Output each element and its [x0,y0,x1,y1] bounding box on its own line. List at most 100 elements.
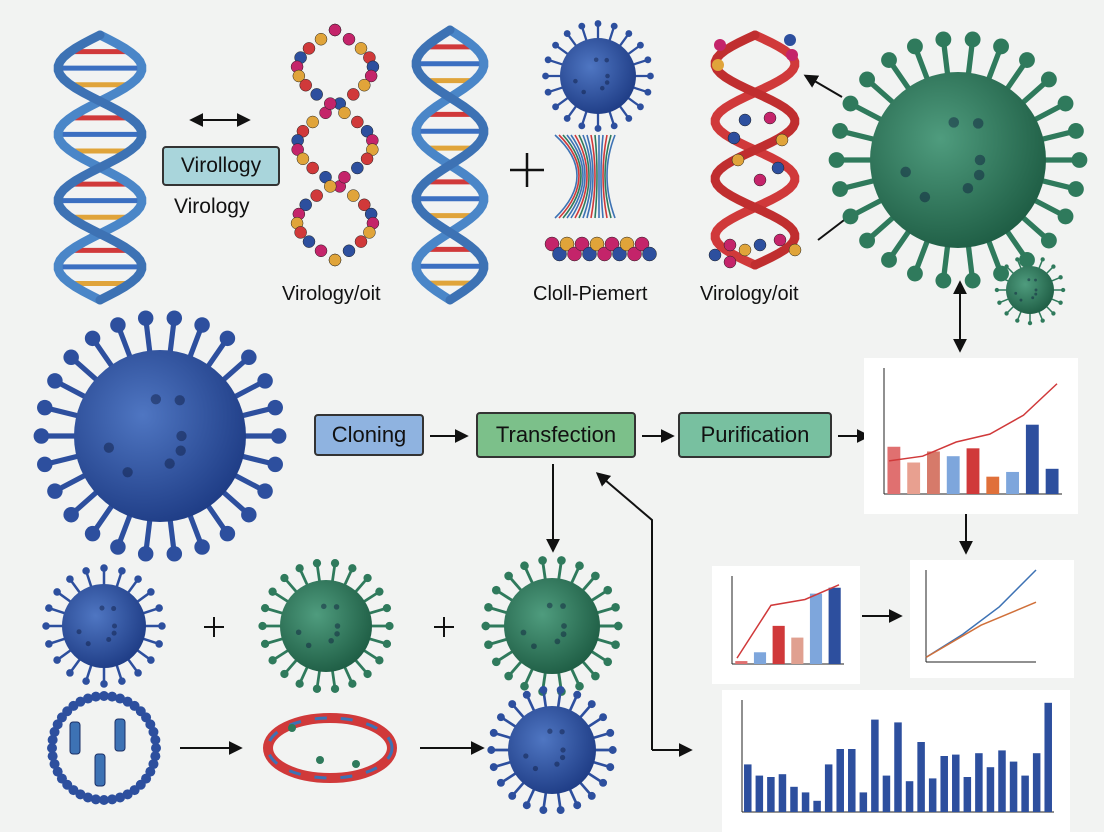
bead [306,161,319,175]
fiber [600,134,604,219]
bar [813,800,821,812]
plasmid-bead [82,693,93,704]
bead [364,69,378,83]
virus-spike-tip [1004,311,1009,316]
virus-dot [554,638,561,645]
bar [824,764,833,812]
virus-spike-tip [267,456,283,473]
virus-spike-tip [484,603,493,612]
virus-spike-tip [84,525,101,542]
fiber [606,134,616,219]
virus-dot [174,395,185,406]
virus-dot [164,458,175,469]
virus-dot [99,605,105,611]
virus-spike-tip [556,685,565,694]
virus-dot [175,445,186,456]
plasmid-bead [47,734,58,745]
virus-spike-tip [591,671,600,681]
plasmid-bead [107,691,118,702]
virus-spike-tip [608,746,617,754]
virus-spike-tip [260,639,270,649]
virus-spike-tip [489,763,498,772]
virus-spike-tip [594,125,602,132]
virus-spike-tip [842,95,859,112]
virus-spike-tip [258,621,267,631]
virus-spike-tip [538,556,547,565]
virus-spike-tip [637,41,644,49]
transfection-label: Transfection [495,422,617,447]
bead [775,133,789,147]
bead [582,246,597,262]
virus-spike-tip [257,373,273,389]
bead [753,173,767,187]
bead [567,246,582,262]
virus-spike-tip [270,428,287,444]
bar [963,777,972,812]
virus-dot [547,728,553,734]
virus-dot [295,629,302,636]
virus-spike-tip [45,604,53,612]
virus-dot [328,637,334,644]
virus-spike-tip [137,546,154,562]
virus-dot [111,606,117,612]
virus-spike-tip [375,656,384,665]
dna-fragments [263,713,397,783]
virus-spike-tip [1027,320,1033,326]
virus-spike-tip [1040,232,1057,249]
virus-spike-tip [382,603,392,613]
virus-spike-tip [907,38,923,55]
virus-spike-tip [280,669,289,679]
virus-spike-tip [348,564,357,573]
virus-dot [573,78,578,84]
virus-spike-tip [330,684,340,693]
virus-body [508,706,596,794]
bead [354,42,368,55]
virus-spike-tip [625,30,633,37]
virus-spike-tip [606,763,615,772]
gene-insert [114,718,126,752]
bar [848,749,856,812]
virus-spike-tip [382,639,392,649]
virus-dot [1031,296,1035,300]
bead [299,198,312,212]
virus-spike-tip [625,115,633,122]
virus-spike-tip [194,317,210,333]
bead [338,106,351,120]
virus-spike-tip [1067,123,1084,139]
bead [619,236,635,252]
bar [1044,702,1052,812]
virus-spike-tip [241,349,257,366]
virus-spike-tip [1004,264,1009,269]
bar [859,792,868,812]
virus-spike-tip [542,72,549,80]
bar [753,652,767,664]
virus-spike-tip [100,564,108,572]
virus-spike-tip [997,275,1002,280]
virus-dot [106,636,112,642]
virus-spike-tip [603,657,613,667]
plasmid-bead [148,726,159,737]
bar [772,625,785,664]
virus-spike-tip [134,575,142,583]
virus-spike-tip [1057,95,1074,112]
virus-dot [111,630,117,636]
virus-dot [85,641,91,647]
bead [738,243,752,257]
virus-spike-tip [295,679,304,688]
bead [763,111,777,125]
virus-spike-tip [539,806,548,815]
bar [887,446,901,494]
virus-spike-tip [82,567,90,575]
virus-large-green [828,31,1088,289]
virus-spike-tip [1015,257,1020,262]
fiber [566,134,584,219]
bar [986,476,1000,494]
purification-box: Purification [678,412,832,458]
trend-line [888,383,1058,462]
bar [809,593,823,664]
virus-small-green [994,254,1066,326]
virus-spike-tip [935,272,952,289]
virus-spike-tip [522,690,531,699]
virus-dot [604,80,610,85]
fiber [570,134,586,219]
